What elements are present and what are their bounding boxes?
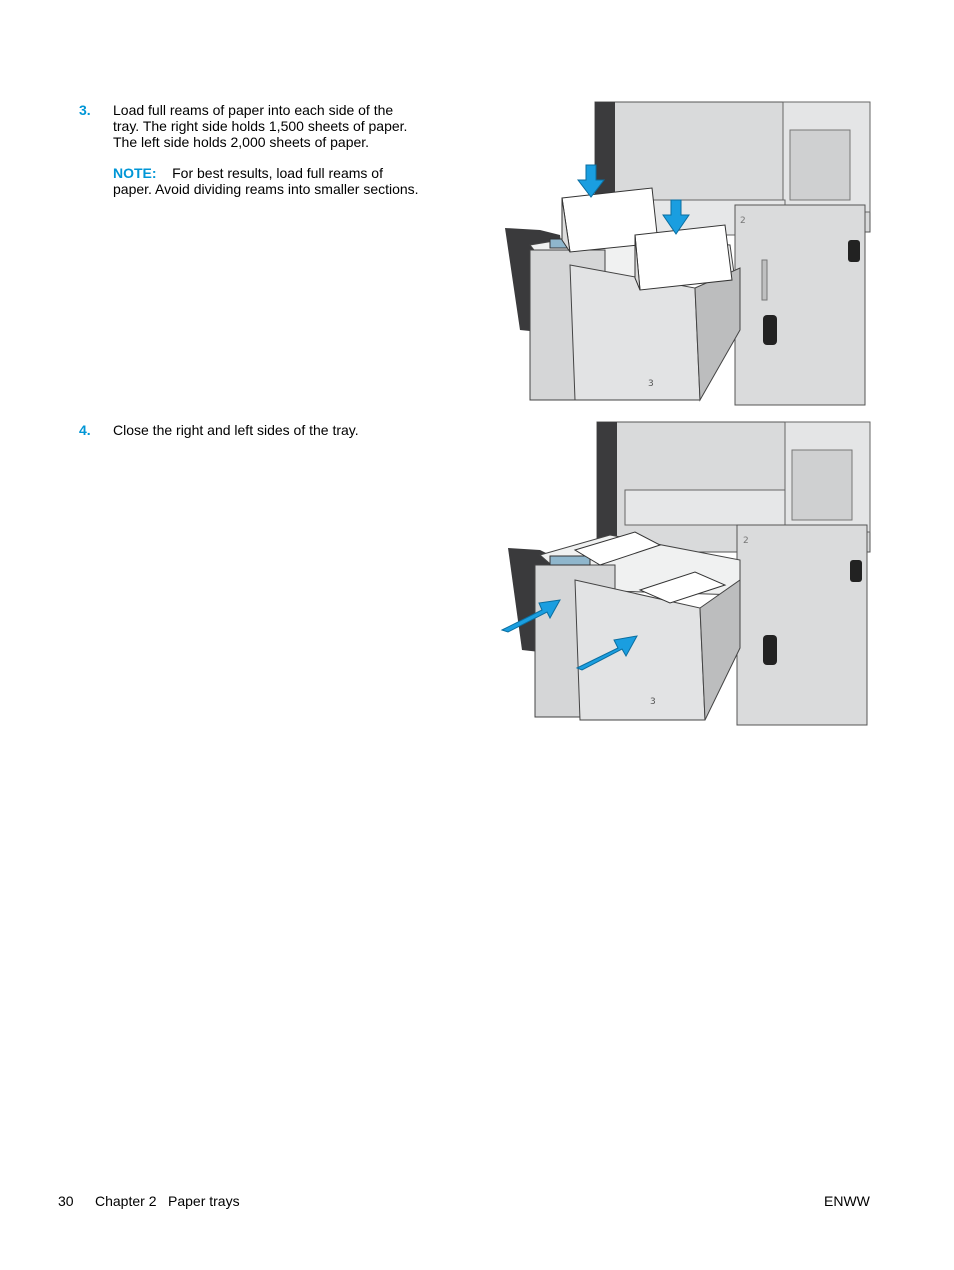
note-label: NOTE: xyxy=(113,165,157,181)
step-text: Load full reams of paper into each side … xyxy=(113,102,453,150)
footer-brand: ENWW xyxy=(824,1193,870,1209)
step-number: 4. xyxy=(79,422,91,438)
page-number: 30 xyxy=(58,1193,74,1209)
step-text-line: The left side holds 2,000 sheets of pape… xyxy=(113,134,370,150)
step-text-line: Close the right and left sides of the tr… xyxy=(113,422,359,438)
note-line: paper. Avoid dividing reams into smaller… xyxy=(113,181,419,197)
figure-close-tray: 2 3 xyxy=(500,421,871,726)
note-line: NOTE: For best results, load full reams … xyxy=(113,165,453,181)
tray-number: 3 xyxy=(648,379,654,389)
note-text: For best results, load full reams of xyxy=(172,165,383,181)
chapter-label: Chapter 2 xyxy=(95,1193,157,1209)
upper-tray-number: 2 xyxy=(740,216,746,226)
note: NOTE: For best results, load full reams … xyxy=(113,165,453,197)
step-number: 3. xyxy=(79,102,91,118)
step-text-line: tray. The right side holds 1,500 sheets … xyxy=(113,118,408,134)
section-label: Paper trays xyxy=(168,1193,240,1209)
figure-load-paper: 3 2 xyxy=(505,101,871,406)
step-text-line: Load full reams of paper into each side … xyxy=(113,102,394,118)
tray-number: 3 xyxy=(650,697,656,707)
step-text: Close the right and left sides of the tr… xyxy=(113,422,453,438)
upper-tray-number: 2 xyxy=(743,536,749,546)
